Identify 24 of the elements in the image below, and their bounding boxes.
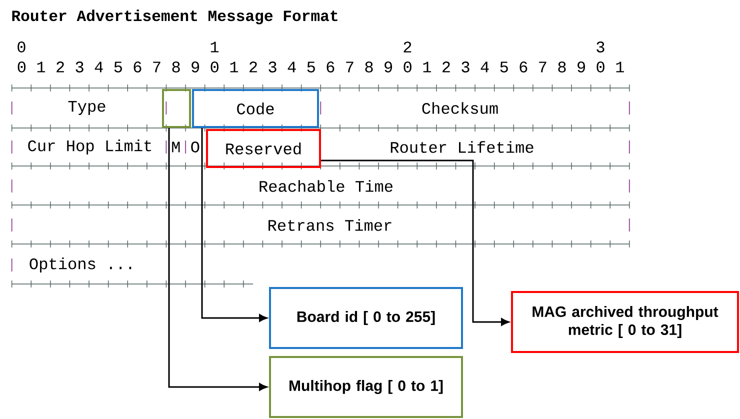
arrow [168,128,268,391]
callout-box: Multihop flag [ 0 to 1] [269,356,463,418]
highlight-box: Reserved [206,129,321,168]
arrow [321,160,510,326]
field-label: Cur Hop Limit [28,140,152,154]
bit-number: 0 [18,42,26,52]
title: Router Advertisement Message Format [12,10,338,24]
field-label: Retrans Timer [268,219,392,231]
field-label: Options ... [30,258,132,272]
callout-box: Board id [ 0 to 255] [269,286,463,349]
highlight-box [162,89,191,128]
arrow [201,128,268,322]
field-label: Router Lifetime [390,141,534,153]
field-label: Checksum [422,102,498,114]
field-label: Reachable Time [260,180,392,192]
bit-number: 2 [404,42,412,52]
field-label: Type [68,101,106,115]
field-label: M [172,142,180,152]
bit-number: 1 [210,42,219,52]
highlight-box: Code [192,89,319,128]
callout-box: MAG archived throughput metric [ 0 to 31] [511,290,739,353]
bit-number: 3 [596,42,604,52]
field-label: O [191,142,200,152]
bit-numbers: 0 1 2 3 4 5 6 7 8 9 0 1 2 3 4 5 6 7 8 9 0 1 2 3 4 5 6 7 8 9 0 1 [18,62,624,72]
